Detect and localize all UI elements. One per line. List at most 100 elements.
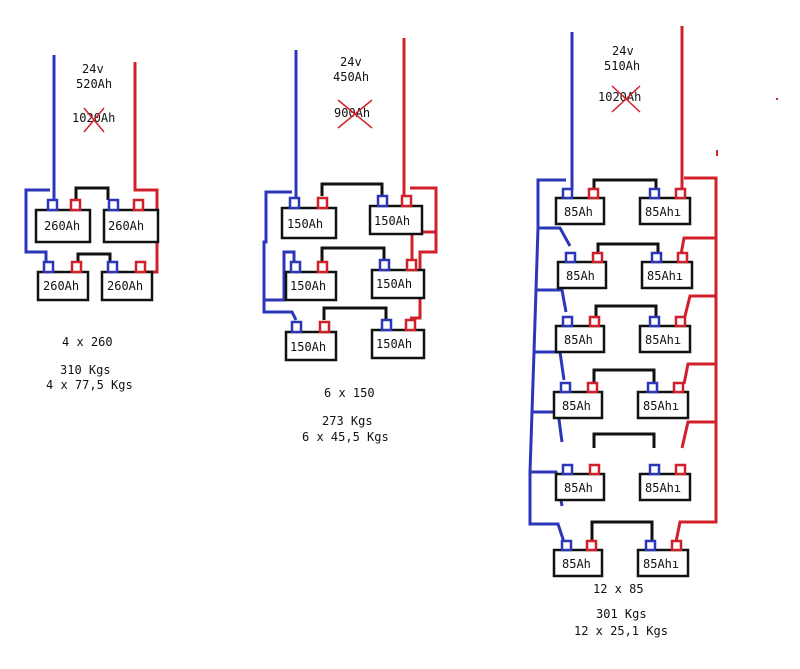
battery: 150Ah	[284, 260, 338, 302]
stray-mark	[716, 98, 778, 156]
negative-terminal	[289, 260, 302, 274]
battery: 260Ah	[36, 260, 90, 302]
battery-label: 85Ahı	[643, 557, 679, 571]
negative-terminal	[42, 260, 55, 274]
bank-2-crossed-capacity: 900Ah	[334, 106, 370, 120]
bank-2-capacity: 450Ah	[333, 70, 369, 84]
positive-terminal	[676, 251, 689, 264]
negative-terminal	[559, 381, 572, 394]
negative-terminal	[376, 194, 389, 208]
bank-1-series-link-bottom	[76, 252, 112, 266]
negative-terminal	[646, 381, 659, 394]
bank-3-positive-return	[674, 176, 718, 543]
positive-terminal	[134, 260, 147, 274]
bank-2-voltage: 24v	[340, 55, 362, 69]
negative-terminal	[561, 187, 574, 200]
bank-3-voltage: 24v	[612, 44, 634, 58]
battery-label: 85Ah	[564, 333, 593, 347]
battery: 150Ah	[368, 194, 424, 236]
bank-2-config: 6 x 150	[324, 386, 375, 400]
bank-1-crossed-capacity: 1020Ah	[72, 111, 115, 125]
negative-terminal	[561, 315, 574, 328]
battery-label: 85Ahı	[643, 399, 679, 413]
positive-terminal	[670, 539, 683, 552]
positive-terminal	[404, 318, 417, 332]
positive-terminal	[588, 463, 601, 476]
battery: 85Ah	[554, 463, 606, 502]
bank-2-series-link-2	[320, 246, 386, 262]
bank-1-cross-mark	[83, 107, 105, 133]
negative-terminal	[648, 463, 661, 476]
battery-label: 85Ah	[562, 557, 591, 571]
bank-3-each-weight: 12 x 25,1 Kgs	[574, 624, 668, 638]
bank-3-series-link-5	[592, 432, 656, 448]
negative-terminal	[648, 315, 661, 328]
positive-terminal	[586, 381, 599, 394]
negative-terminal	[380, 318, 393, 332]
bank-3-series-link-1	[592, 178, 658, 192]
bank-3-capacity: 510Ah	[604, 59, 640, 73]
positive-terminal	[672, 381, 685, 394]
battery-label: 85Ah	[566, 269, 595, 283]
battery: 85Ah	[554, 187, 606, 226]
bank-2-negative-return	[262, 190, 298, 321]
battery-label: 150Ah	[290, 279, 326, 293]
bank-2-cross-mark	[337, 99, 373, 129]
battery-label: 85Ahı	[645, 481, 681, 495]
positive-terminal	[587, 187, 600, 200]
bank-2-footer: 6 x 150 273 Kgs 6 x 45,5 Kgs	[302, 386, 389, 444]
positive-terminal	[316, 196, 329, 210]
positive-terminal	[69, 198, 82, 212]
battery: 260Ah	[102, 198, 160, 244]
battery: 85Ah	[552, 539, 604, 578]
bank-3-series-link-4	[592, 368, 656, 384]
battery: 150Ah	[370, 258, 426, 300]
bank-3-weight: 301 Kgs	[596, 607, 647, 621]
battery-label: 85Ah	[564, 205, 593, 219]
battery: 150Ah	[280, 196, 338, 240]
bank-2-series-link-1	[320, 182, 384, 196]
battery-label: 85Ah	[564, 481, 593, 495]
bank-1-capacity: 520Ah	[76, 77, 112, 91]
bank-1-series-link-top	[74, 186, 110, 200]
bank-2-series-link-3	[322, 306, 388, 320]
positive-terminal	[132, 198, 145, 212]
negative-terminal	[46, 198, 59, 212]
bank-1-weight: 310 Kgs	[60, 363, 111, 377]
negative-terminal	[650, 251, 663, 264]
positive-terminal	[674, 187, 687, 200]
positive-terminal	[588, 315, 601, 328]
battery-label: 260Ah	[43, 279, 79, 293]
positive-terminal	[70, 260, 83, 274]
negative-terminal	[106, 260, 119, 274]
negative-terminal	[560, 539, 573, 552]
positive-terminal	[585, 539, 598, 552]
positive-terminal	[674, 315, 687, 328]
bank-1-voltage: 24v	[82, 62, 104, 76]
negative-terminal	[561, 463, 574, 476]
positive-terminal	[316, 260, 329, 274]
battery: 85Ah	[554, 315, 606, 354]
negative-terminal	[107, 198, 120, 212]
positive-terminal	[591, 251, 604, 264]
negative-terminal	[644, 539, 657, 552]
bank-1-header: 24v 520Ah 1020Ah	[72, 62, 115, 133]
negative-terminal	[288, 196, 301, 210]
battery-label: 85Ah	[562, 399, 591, 413]
battery-label: 150Ah	[287, 217, 323, 231]
bank-1-each-weight: 4 x 77,5 Kgs	[46, 378, 133, 392]
battery-label: 85Ahı	[645, 205, 681, 219]
battery: 85Ah	[556, 251, 608, 290]
battery: 150Ah	[370, 318, 426, 360]
battery-label: 85Ahı	[645, 333, 681, 347]
battery-label: 260Ah	[44, 219, 80, 233]
bank-3-header: 24v 510Ah 1020Ah	[598, 44, 641, 113]
battery-label: 150Ah	[376, 337, 412, 351]
battery: 85Ahı	[636, 381, 690, 420]
bank-3-series-link-6	[590, 520, 654, 540]
bank-1: 24v 520Ah 1020Ah 260Ah 260Ah	[24, 55, 160, 392]
negative-terminal	[378, 258, 391, 272]
bank-3-cross-mark	[611, 85, 641, 113]
battery-label: 260Ah	[107, 279, 143, 293]
